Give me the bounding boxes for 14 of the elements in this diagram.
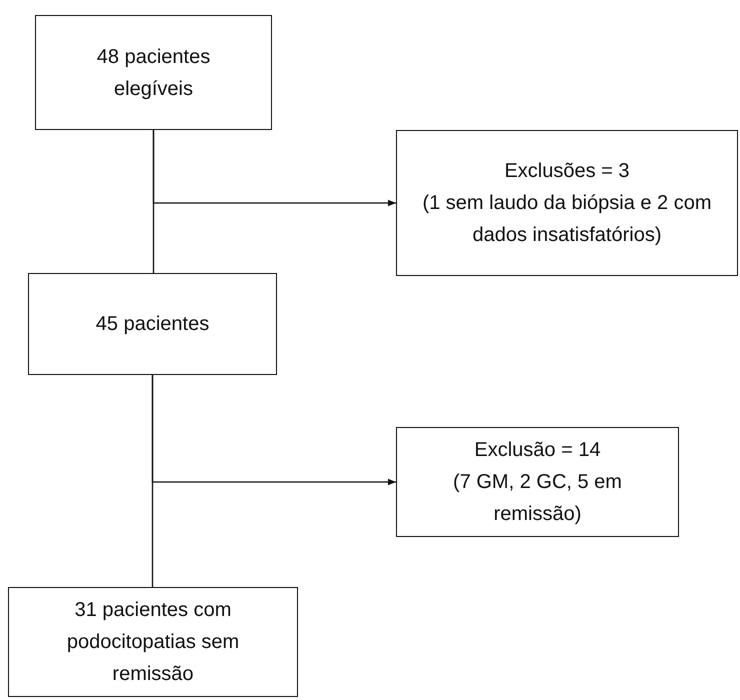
box-text: 48 pacientes elegíveis xyxy=(96,44,212,102)
box-text: Exclusões = 3 xyxy=(504,159,630,184)
process-box xyxy=(8,587,298,697)
box-text: 31 pacientes com podocitopatias sem remissão xyxy=(66,598,240,687)
box-text: Exclusão = 14 xyxy=(474,438,601,463)
arrow xyxy=(152,375,396,486)
process-box xyxy=(396,130,738,276)
process-box xyxy=(28,273,277,375)
arrow xyxy=(152,130,396,206)
box-detail-text: (1 sem laudo da biópsia e 2 com dados insatisfatórios) xyxy=(421,191,713,248)
box-detail-text: (7 GM, 2 GC, 5 em remissão) xyxy=(452,470,623,527)
process-box xyxy=(35,15,272,130)
process-box xyxy=(396,427,679,537)
box-text: 45 pacientes xyxy=(96,312,210,337)
